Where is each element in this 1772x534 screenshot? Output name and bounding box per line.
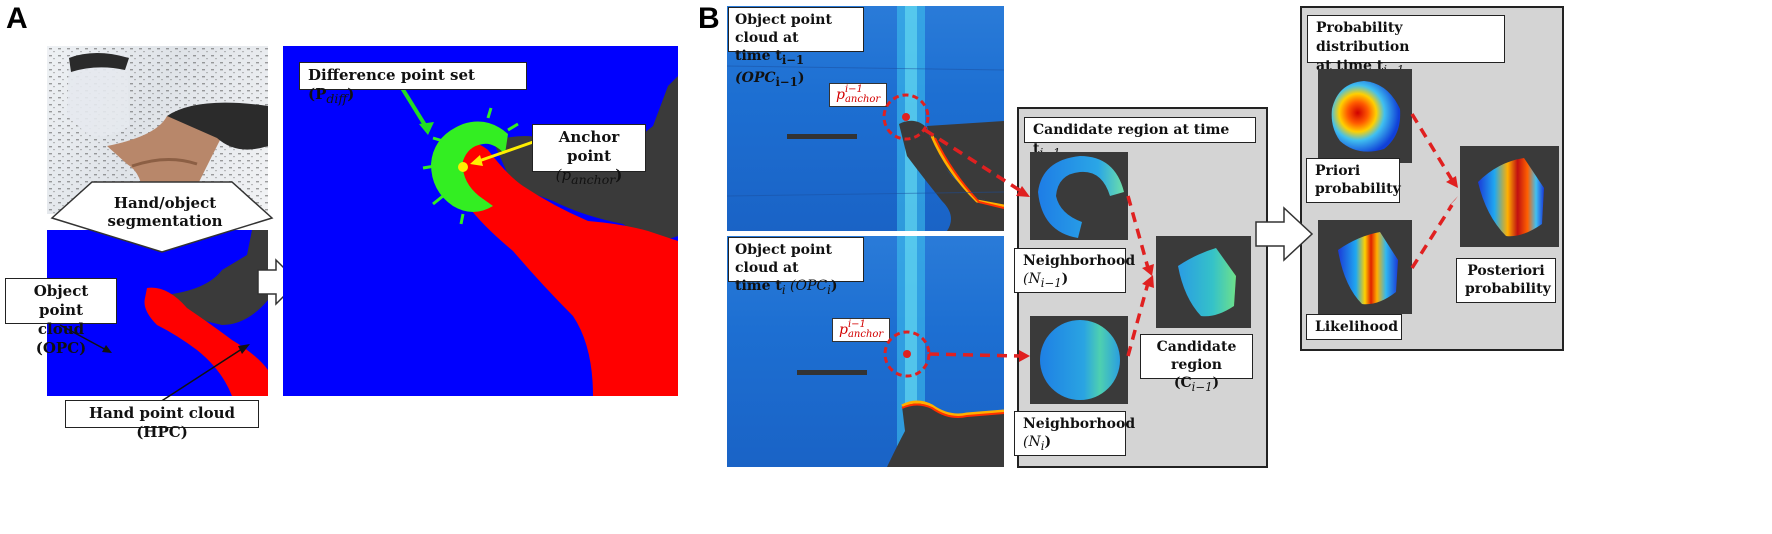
opc-prev-paren: (OPC — [735, 69, 776, 86]
posteriori-drawing — [1478, 158, 1544, 237]
posteriori-label-line1: Posteriori — [1467, 263, 1545, 279]
opc-prev-label: Object point cloud at time ti−1 (OPCi−1) — [728, 7, 864, 89]
difference-point-set-label: Difference point set (Pdiff) — [299, 62, 527, 106]
neighborhood-prev-label: Neighborhood (Ni−1) — [1014, 248, 1136, 293]
neighborhood-prev-image — [1030, 152, 1128, 240]
anchor-label-close: ) — [615, 166, 623, 184]
likelihood-label-text: Likelihood — [1315, 319, 1399, 335]
posteriori-label-line2: probability — [1465, 281, 1551, 297]
candidate-region-line2: region (Ci−1) — [1171, 357, 1222, 394]
anchor-label-sub: anchor — [571, 172, 616, 187]
posteriori-label: Posteriori probability — [1456, 258, 1556, 303]
segmentation-label-line1: Hand/object — [113, 194, 217, 212]
priori-image — [1318, 69, 1412, 163]
opc-prev-label-line2: time ti−1 (OPCi−1) — [735, 48, 805, 89]
difference-label-close: ) — [347, 85, 355, 103]
neighborhood-curr-label: Neighborhood (Ni) — [1014, 411, 1136, 456]
large-segmentation-image — [283, 46, 678, 396]
opc-prev-paren-sub: i−1 — [775, 74, 798, 89]
likelihood-image — [1318, 220, 1412, 314]
opc-prev-time: time t — [735, 48, 782, 64]
neighborhood-curr-line2: (Ni) — [1023, 434, 1052, 453]
opc-curr-paren: (OPC — [785, 278, 828, 294]
probability-title-line1: Probability distribution — [1316, 20, 1410, 55]
anchor-marker-curr-p: p — [839, 322, 848, 338]
opc-curr-paren-sub: i — [827, 282, 831, 297]
likelihood-drawing — [1338, 232, 1398, 305]
panel-b-letter: B — [698, 2, 720, 35]
neighborhood-prev-sub: i−1 — [1040, 275, 1062, 290]
neighborhood-prev-line2: (Ni−1) — [1023, 271, 1069, 290]
anchor-marker-prev-sub: anchor — [844, 94, 881, 105]
hand-object-photo-drawing — [47, 46, 268, 214]
candidate-region-line1: Candidate — [1156, 339, 1237, 355]
neighborhood-prev-drawing — [1038, 156, 1124, 238]
anchor-marker-curr-sub: anchor — [847, 329, 884, 340]
neighborhood-curr-line1: Neighborhood — [1023, 416, 1136, 432]
anchor-label-line1: Anchor point — [558, 128, 620, 165]
anchor-marker-prev-p: p — [836, 87, 845, 103]
candidate-region-open: region (C — [1171, 357, 1222, 391]
priori-label-line2: probability — [1315, 181, 1401, 197]
candidate-title-text: Candidate region at time t — [1033, 122, 1230, 157]
anchor-label-line2: (panchor) — [541, 166, 637, 189]
difference-label-text: Difference point set (P — [308, 66, 475, 103]
opc-label: Object point cloud (OPC) — [5, 278, 117, 357]
candidate-region-title: Candidate region at time ti−1 — [1024, 117, 1256, 160]
neighborhood-curr-open: (N — [1023, 434, 1041, 450]
anchor-label-open: (p — [555, 166, 572, 184]
neighborhood-prev-open: (N — [1023, 271, 1041, 287]
anchor-marker-curr-sup: i−1 — [847, 319, 866, 330]
opc-prev-time-sub: i−1 — [781, 52, 805, 67]
priori-label-line1: Priori — [1315, 163, 1361, 179]
opc-prev-label-line1: Object point cloud at — [735, 12, 832, 46]
anchor-point-label: Anchor point (panchor) — [532, 124, 646, 187]
hpc-label-text: Hand point cloud (HPC) — [89, 404, 235, 441]
neighborhood-curr-drawing — [1040, 320, 1120, 400]
candidate-region-label: Candidate region (Ci−1) — [1140, 334, 1253, 394]
priori-label: Priori probability — [1306, 158, 1401, 203]
opc-curr-label-line1: Object point cloud at — [735, 242, 832, 276]
opc-label-line2: cloud (OPC) — [35, 320, 87, 357]
opc-curr-time: time t — [735, 278, 782, 294]
opc-curr-time-sub: i — [781, 282, 786, 297]
opc-label-line1: Object point — [33, 282, 89, 319]
hand-object-photo — [47, 46, 268, 214]
neighborhood-curr-sub: i — [1040, 438, 1045, 453]
segmentation-label: Hand/object segmentation — [85, 194, 245, 230]
posteriori-image — [1460, 146, 1559, 247]
opc-curr-label-line2: time ti (OPCi) — [735, 278, 838, 297]
difference-label-sub: diff — [326, 91, 348, 106]
priori-drawing — [1331, 81, 1401, 152]
neighborhood-prev-line1: Neighborhood — [1023, 253, 1136, 269]
likelihood-label: Likelihood — [1306, 314, 1402, 340]
candidate-region-image — [1156, 236, 1251, 328]
candidate-region-drawing — [1178, 248, 1236, 317]
probability-title: Probability distribution at time ti−1 — [1307, 15, 1505, 77]
neighborhood-curr-image — [1030, 316, 1128, 404]
segmentation-label-line2: segmentation — [107, 212, 223, 230]
candidate-region-sub: i−1 — [1191, 379, 1213, 394]
opc-curr-label: Object point cloud at time ti (OPCi) — [728, 237, 864, 297]
hpc-label: Hand point cloud (HPC) — [65, 400, 259, 441]
panel-a-letter: A — [6, 2, 28, 35]
anchor-marker-prev-sup: i−1 — [844, 84, 863, 95]
